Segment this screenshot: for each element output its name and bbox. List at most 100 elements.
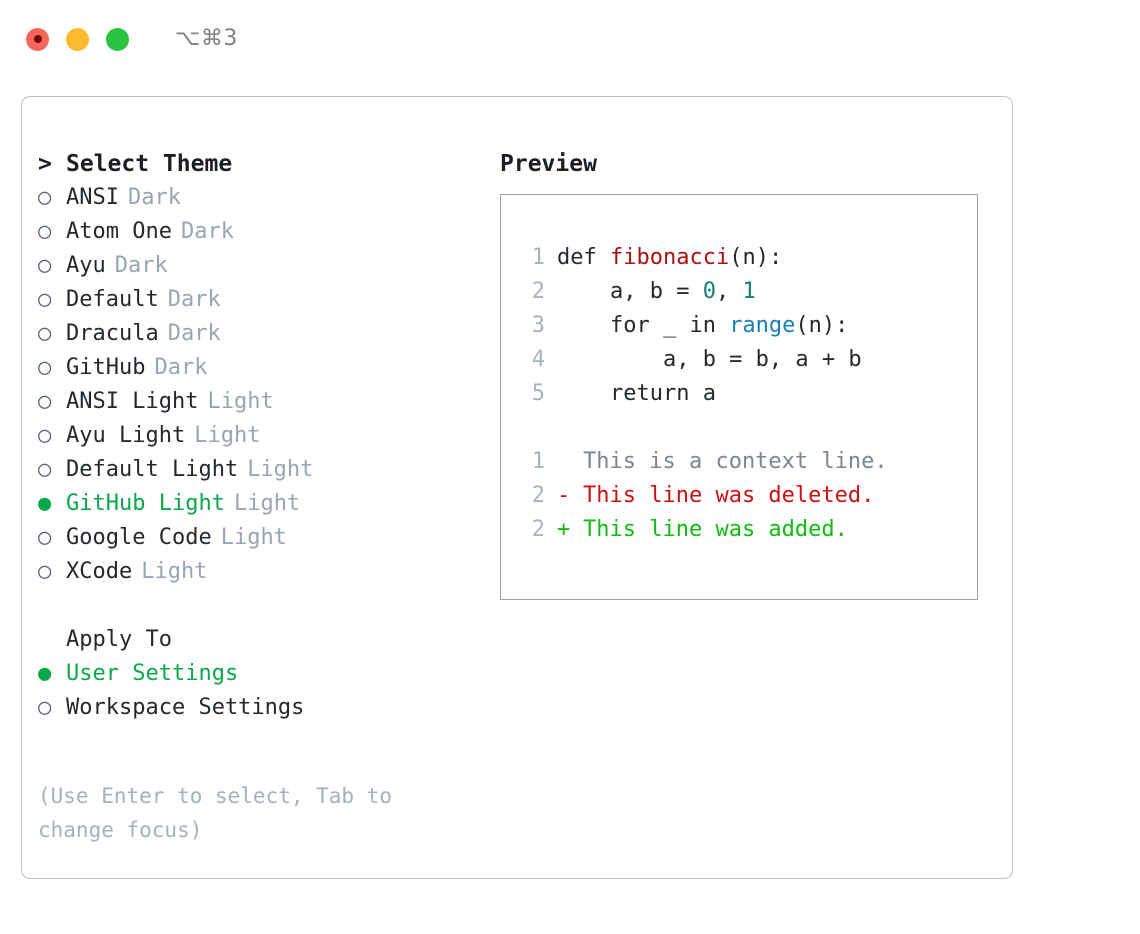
apply-to-item-label: Workspace Settings xyxy=(66,695,305,720)
theme-item-tag: Light xyxy=(194,423,261,448)
theme-item-tag: Light xyxy=(233,491,301,516)
code-token-plain: a, b = xyxy=(557,279,703,304)
close-icon xyxy=(33,35,42,43)
line-number: 2 xyxy=(531,517,545,542)
line-number: 4 xyxy=(531,347,545,372)
radio-unselected-icon: ○ xyxy=(38,695,52,720)
diff-sample: 1 This is a context line.2-This line was… xyxy=(519,445,977,547)
theme-item-label: Google Code xyxy=(66,525,212,550)
radio-unselected-icon: ○ xyxy=(38,525,52,550)
apply-to-item-user-settings[interactable]: ●User Settings xyxy=(38,657,492,691)
theme-item-tag: Dark xyxy=(114,253,168,278)
apply-to-heading-label: Apply To xyxy=(66,627,172,652)
code-line-content: for _ in range(n): xyxy=(557,309,848,343)
diff-line-added: 2+This line was added. xyxy=(519,513,977,547)
theme-item-label: ANSI Light xyxy=(66,389,199,414)
preview-spacer xyxy=(519,411,977,445)
code-line-content: a, b = b, a + b xyxy=(557,343,862,377)
theme-item-ansi-light[interactable]: ○ ANSI Light Light xyxy=(38,385,492,419)
diff-sign-icon xyxy=(557,445,583,479)
radio-unselected-icon: ○ xyxy=(38,559,52,584)
theme-item-tag: Dark xyxy=(167,287,221,312)
code-line-content: a, b = 0, 1 xyxy=(557,275,756,309)
theme-item-label: GitHub xyxy=(66,355,146,380)
radio-unselected-icon: ○ xyxy=(38,287,52,312)
theme-item-github-light[interactable]: ● GitHub Light Light xyxy=(38,487,492,521)
code-line: 1 def fibonacci(n): xyxy=(519,241,977,275)
select-theme-heading-label: Select Theme xyxy=(66,151,233,177)
theme-item-tag: Dark xyxy=(167,321,221,346)
radio-selected-icon: ● xyxy=(38,491,52,516)
theme-item-tag: Light xyxy=(207,389,274,414)
zoom-button[interactable] xyxy=(106,27,129,51)
preview-heading: Preview xyxy=(500,151,597,177)
radio-unselected-icon: ○ xyxy=(38,321,52,346)
apply-to-item-workspace-settings[interactable]: ○ Workspace Settings xyxy=(38,691,492,725)
theme-item-tag: Light xyxy=(247,457,314,482)
code-token-number: 0 xyxy=(702,279,716,304)
theme-item-label: ANSI xyxy=(66,185,119,210)
radio-unselected-icon: ○ xyxy=(38,389,52,414)
theme-item-tag: Dark xyxy=(127,185,181,210)
code-token-plain: (n): xyxy=(729,245,783,270)
line-number: 3 xyxy=(531,313,545,338)
line-number: 2 xyxy=(531,279,545,304)
theme-item-label: Atom One xyxy=(66,219,172,244)
line-number: 1 xyxy=(531,245,545,270)
title-bar: ⌥⌘3 xyxy=(0,0,1140,78)
theme-item-tag: Dark xyxy=(154,355,208,380)
code-token-plain: (n): xyxy=(795,313,849,338)
theme-item-tag: Light xyxy=(141,559,208,584)
radio-unselected-icon: ○ xyxy=(38,457,52,482)
theme-item-xcode[interactable]: ○ XCode Light xyxy=(38,555,492,589)
diff-line-context: 1 This is a context line. xyxy=(519,445,977,479)
apply-to-item-label: User Settings xyxy=(66,661,239,686)
apply-to-heading: Apply To xyxy=(38,623,492,657)
theme-item-default[interactable]: ○ Default Dark xyxy=(38,283,492,317)
code-token-plain: return a xyxy=(557,381,716,406)
theme-item-default-light[interactable]: ○ Default Light Light xyxy=(38,453,492,487)
code-line-content: return a xyxy=(557,377,716,411)
line-number: 2 xyxy=(531,483,545,508)
keyboard-shortcut-label: ⌥⌘3 xyxy=(175,26,238,51)
theme-item-label: GitHub Light xyxy=(66,491,225,516)
code-token-plain: a, b = b, a + b xyxy=(557,347,862,372)
diff-line-text: This line was deleted. xyxy=(583,483,875,508)
diff-line-text: This line was added. xyxy=(583,517,848,542)
theme-item-label: XCode xyxy=(66,559,133,584)
keyboard-hint: (Use Enter to select, Tab to change focu… xyxy=(38,784,393,842)
code-token-builtin: range xyxy=(729,313,796,338)
theme-item-label: Ayu xyxy=(66,253,106,278)
diff-line-deleted: 2-This line was deleted. xyxy=(519,479,977,513)
line-number: 1 xyxy=(531,449,545,474)
caret-icon: > xyxy=(38,151,52,177)
line-number: 5 xyxy=(531,381,545,406)
close-button[interactable] xyxy=(26,27,49,51)
apply-to-section: Apply To ●User Settings ○ Workspace Settin… xyxy=(38,623,492,725)
code-token-plain: , xyxy=(715,279,743,304)
code-token-func: fibonacci xyxy=(609,245,730,270)
radio-unselected-icon: ○ xyxy=(38,423,52,448)
window-controls xyxy=(26,27,129,51)
minimize-button[interactable] xyxy=(66,27,89,51)
theme-item-label: Default xyxy=(66,287,159,312)
theme-item-label: Default Light xyxy=(66,457,239,482)
code-token-plain: def xyxy=(557,245,610,270)
code-line: 5 return a xyxy=(519,377,977,411)
code-token-number: 1 xyxy=(742,279,756,304)
code-line-content: def fibonacci(n): xyxy=(557,241,782,275)
